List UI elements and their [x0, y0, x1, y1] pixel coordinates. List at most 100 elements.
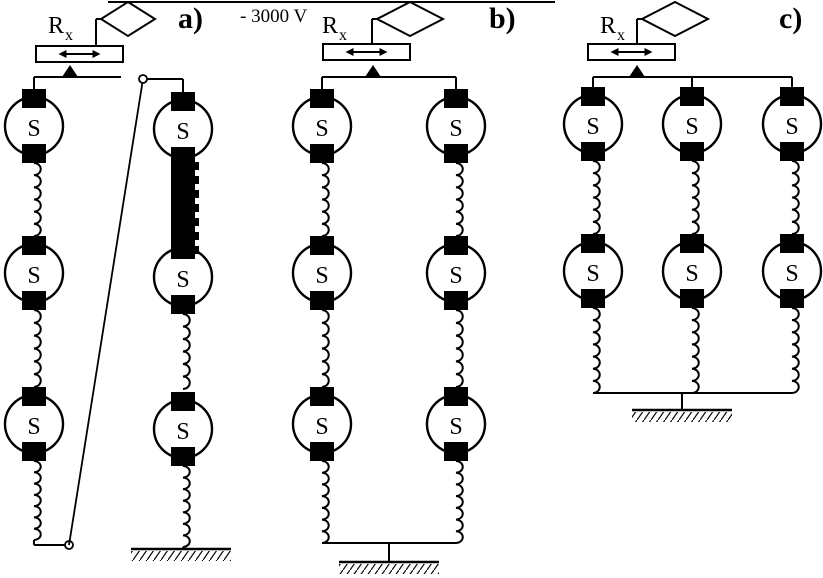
motor-label: S: [315, 116, 328, 142]
resistor-subscript: x: [339, 27, 347, 44]
shorted-field-block: [171, 150, 195, 257]
panel-label-c: c): [779, 2, 802, 35]
field-coil: [33, 162, 42, 237]
motor-brush-bottom: [171, 447, 195, 466]
motor-brush-top: [581, 87, 605, 106]
motor-brush-bottom: [444, 291, 468, 310]
motor-brush-bottom: [680, 142, 704, 161]
shorted-field-tooth: [193, 204, 199, 212]
field-coil: [321, 162, 330, 237]
motor-label: S: [27, 414, 40, 440]
field-coil: [455, 309, 464, 388]
motor-label: S: [27, 263, 40, 289]
ground-hatch: [131, 551, 231, 561]
motor-brush-top: [780, 234, 804, 253]
shorted-field-tooth: [193, 162, 199, 170]
motor-label: S: [176, 267, 189, 293]
motor-brush-bottom: [310, 442, 334, 461]
resistor-arrow-left: [58, 50, 67, 58]
resistor-letter: R: [600, 13, 616, 39]
resistor-arrow-right: [92, 50, 101, 58]
motor-label: S: [449, 116, 462, 142]
motor-label: S: [586, 261, 599, 287]
resistor-arrow-right: [644, 48, 653, 56]
pantograph-icon: [99, 0, 157, 38]
motor-brush-bottom: [310, 291, 334, 310]
field-coil: [182, 313, 191, 390]
motor-label: S: [785, 261, 798, 287]
motor-brush-top: [581, 234, 605, 253]
resistor-subscript: x: [65, 27, 73, 44]
motor-label: S: [176, 119, 189, 145]
motor-label: S: [176, 419, 189, 445]
resistor-letter: R: [322, 13, 338, 39]
motor-brush-top: [22, 387, 46, 406]
motor-brush-top: [310, 387, 334, 406]
motor-label: S: [449, 414, 462, 440]
motor-brush-top: [444, 236, 468, 255]
field-coil: [791, 160, 800, 235]
field-coil: [321, 309, 330, 388]
field-coil: [592, 160, 601, 235]
pantograph-icon: [374, 0, 446, 38]
motor-label: S: [586, 114, 599, 140]
resistor-letter: R: [48, 13, 64, 39]
resistor-subscript: x: [617, 27, 625, 44]
motor-brush-top: [171, 92, 195, 111]
motor-brush-bottom: [780, 289, 804, 308]
motor-brush-top: [22, 236, 46, 255]
wiper-triangle: [62, 65, 78, 77]
motor-label: S: [785, 114, 798, 140]
circuit-geometry: [3, 0, 823, 574]
resistor-arrow-left: [345, 48, 354, 56]
panel-label-b: b): [489, 2, 516, 35]
motor-brush-bottom: [581, 289, 605, 308]
pantograph-icon: [639, 0, 711, 38]
wiper-triangle: [365, 65, 381, 77]
wiper-triangle: [629, 65, 645, 77]
resistor-arrow-left: [610, 48, 619, 56]
motor-brush-bottom: [310, 144, 334, 163]
motor-brush-top: [680, 87, 704, 106]
shorted-field-tooth: [193, 218, 199, 226]
motor-brush-top: [22, 89, 46, 108]
motor-brush-bottom: [581, 142, 605, 161]
voltage-label: - 3000 V: [240, 6, 307, 27]
motor-brush-bottom: [680, 289, 704, 308]
motor-brush-bottom: [444, 442, 468, 461]
field-coil: [455, 460, 464, 544]
motor-brush-bottom: [171, 295, 195, 314]
motor-brush-top: [171, 240, 195, 259]
resistor-label-a: R x: [48, 13, 73, 44]
field-coil: [33, 309, 42, 388]
motor-brush-top: [310, 236, 334, 255]
motor-brush-top: [444, 387, 468, 406]
motor-label: S: [449, 263, 462, 289]
panel-label-a: a): [178, 2, 203, 35]
resistor-arrow-right: [379, 48, 388, 56]
ground-hatch: [339, 564, 439, 574]
motor-brush-top: [780, 87, 804, 106]
shorted-field-tooth: [193, 190, 199, 198]
field-coil: [691, 160, 700, 235]
terminal-node: [138, 74, 148, 84]
motor-label: S: [27, 116, 40, 142]
field-coil: [691, 307, 700, 394]
motor-labels: S S S S S S S S S S S S S S S S S S: [27, 114, 798, 445]
motor-brush-bottom: [22, 442, 46, 461]
shorted-field-tooth: [193, 176, 199, 184]
motor-brush-top: [444, 89, 468, 108]
motor-brush-bottom: [22, 144, 46, 163]
resistor-label-b: R x: [322, 13, 347, 44]
motor-brush-bottom: [444, 144, 468, 163]
field-coil: [182, 465, 191, 548]
shorted-field-tooth: [193, 232, 199, 240]
field-coil: [33, 460, 42, 541]
ground-hatch: [632, 412, 732, 422]
motor-brush-top: [171, 392, 195, 411]
field-coil: [321, 460, 330, 544]
motor-label: S: [685, 261, 698, 287]
motor-label: S: [685, 114, 698, 140]
motor-brush-top: [310, 89, 334, 108]
